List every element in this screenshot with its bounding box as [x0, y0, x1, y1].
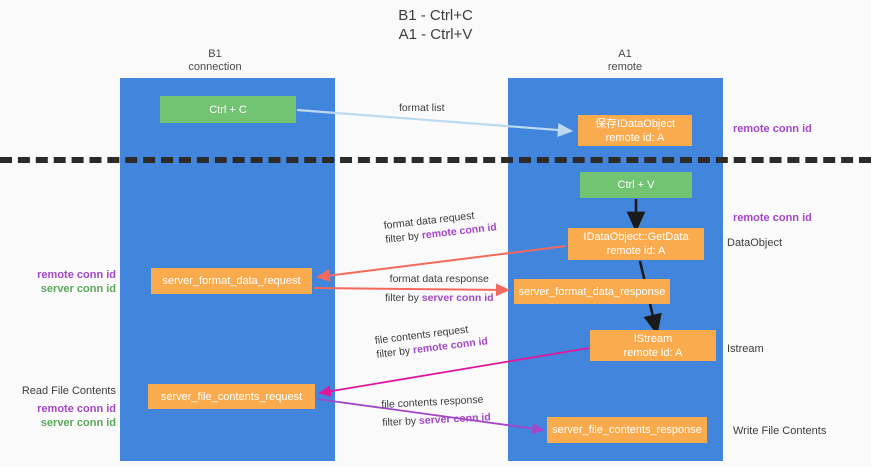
node-server-format-data-request[interactable]: server_format_data_request	[151, 268, 312, 294]
edge-label-format-data-response-filter: filter by server conn id	[385, 291, 494, 305]
edge-label-format-data-response: format data response filter by server co…	[385, 272, 494, 305]
column-header-a1-sub: remote	[607, 61, 643, 73]
annotation-dataobject: DataObject	[727, 237, 783, 249]
node-ctrl-v-label: Ctrl + V	[617, 179, 655, 191]
node-server-file-contents-response[interactable]: server_file_contents_response	[547, 417, 707, 443]
annotation-left-server-conn-id-1: server conn id	[40, 283, 116, 295]
edge-label-format-list: format list	[399, 101, 445, 115]
node-save-idataobject[interactable]: 保存IDataObject remote id: A	[578, 115, 692, 146]
edge-format-data-response	[313, 283, 510, 297]
annotation-left-conn-ids-top: remote conn id server conn id	[18, 268, 116, 296]
filter-prefix: filter by	[381, 415, 420, 429]
column-header-a1: A1 remote	[555, 48, 695, 74]
edge-label-format-list-text: format list	[399, 102, 445, 114]
node-ctrl-v[interactable]: Ctrl + V	[580, 172, 692, 198]
node-server-file-contents-request[interactable]: server_file_contents_request	[148, 384, 315, 409]
node-ctrl-c-label: Ctrl + C	[209, 103, 247, 116]
annotation-left-remote-conn-id-1: remote conn id	[37, 269, 116, 281]
annotation-write-file-contents: Write File Contents	[733, 425, 827, 437]
edge-file-contents-request	[318, 347, 590, 397]
annotation-remote-conn-id-mid: remote conn id	[733, 212, 812, 224]
column-header-a1-name: A1	[618, 48, 632, 60]
annotation-read-file-contents: Read File Contents	[21, 385, 116, 397]
annotation-istream: Istream	[727, 343, 764, 355]
node-ctrl-c[interactable]: Ctrl + C	[160, 96, 296, 123]
node-server-format-data-response-label: server_format_data_response	[518, 285, 666, 298]
node-save-idataobject-sub: remote id: A	[605, 131, 665, 144]
diagram-title: B1 - Ctrl+C A1 - Ctrl+V	[0, 6, 871, 44]
column-header-b1-name: B1	[208, 48, 222, 60]
title-line-1: B1 - Ctrl+C	[398, 7, 473, 24]
phase-divider	[0, 157, 871, 163]
edge-format-list	[296, 108, 574, 138]
node-istream[interactable]: IStream remote id: A	[590, 330, 716, 361]
node-server-format-data-response[interactable]: server_format_data_response	[514, 279, 670, 304]
edge-format-data-request	[316, 245, 567, 282]
annotation-left-remote-conn-id-2: remote conn id	[37, 403, 116, 415]
node-idataobject-getdata-sub: remote id: A	[606, 245, 666, 257]
filter-key-server-conn-id: server conn id	[418, 411, 492, 428]
node-server-file-contents-request-label: server_file_contents_request	[160, 390, 303, 403]
node-save-idataobject-label: 保存IDataObject	[594, 117, 676, 130]
node-idataobject-getdata[interactable]: IDataObject::GetData remote id: A	[568, 228, 704, 260]
node-istream-sub: remote id: A	[623, 346, 683, 359]
annotation-left-conn-ids-bottom: remote conn id server conn id	[18, 402, 116, 430]
filter-prefix: filter by	[385, 292, 422, 304]
title-line-2: A1 - Ctrl+V	[398, 26, 473, 43]
edge-label-format-data-response-main: format data response	[389, 273, 489, 285]
edge-label-file-contents-response: file contents response filter by server …	[381, 392, 491, 430]
annotation-remote-conn-id-top: remote conn id	[733, 123, 812, 135]
column-header-b1: B1 connection	[155, 48, 275, 74]
filter-key-server-conn-id: server conn id	[421, 292, 494, 304]
column-header-b1-sub: connection	[188, 61, 242, 73]
node-server-file-contents-response-label: server_file_contents_response	[552, 424, 702, 436]
node-idataobject-getdata-label: IDataObject::GetData	[583, 231, 689, 243]
node-server-format-data-request-label: server_format_data_request	[162, 275, 301, 287]
edge-file-contents-response	[316, 398, 545, 435]
annotation-left-server-conn-id-2: server conn id	[40, 417, 116, 429]
node-istream-label: IStream	[633, 332, 673, 345]
